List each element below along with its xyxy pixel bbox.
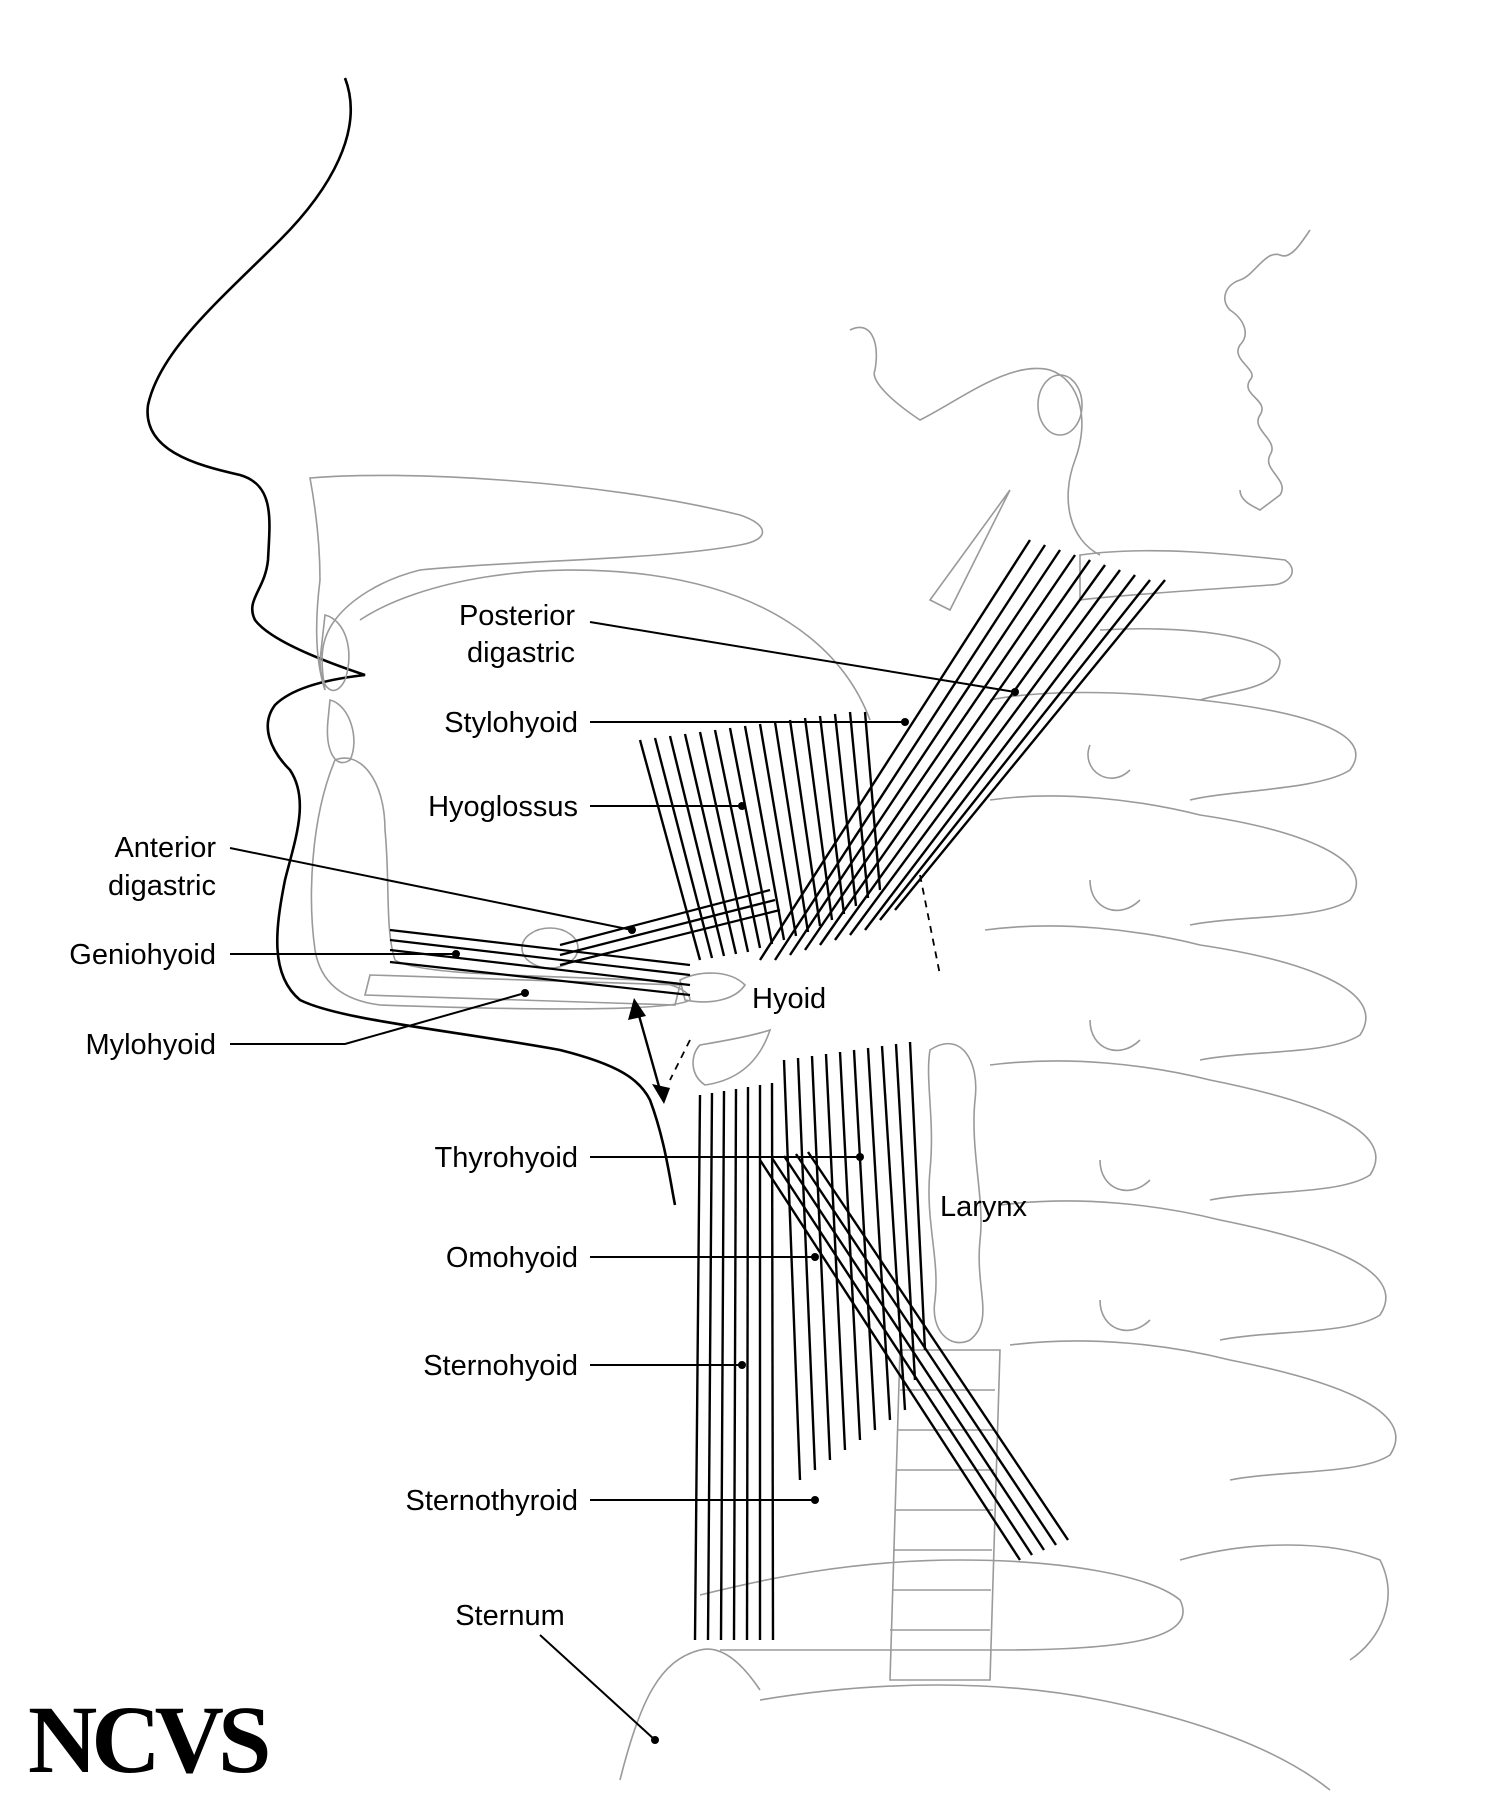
- label-sternothyroid: Sternothyroid: [406, 1485, 579, 1517]
- label-anterior-digastric-2: digastric: [108, 870, 216, 902]
- occipital-edge: [1224, 229, 1311, 511]
- label-thyrohyoid: Thyrohyoid: [435, 1142, 578, 1174]
- tooth-upper: [319, 614, 350, 692]
- posterior-digastric-fibers: [758, 539, 1166, 961]
- trachea: [889, 1349, 1001, 1681]
- label-stylohyoid: Stylohyoid: [444, 707, 578, 739]
- hyoid-bone: [679, 972, 747, 1003]
- infrahyoid-fibers: [693, 1041, 927, 1641]
- omohyoid-fibers: [758, 1151, 1069, 1561]
- label-hyoid: Hyoid: [752, 983, 826, 1015]
- larynx-cartilage: [927, 1043, 984, 1344]
- ear-canal: [1037, 374, 1083, 436]
- label-geniohyoid: Geniohyoid: [69, 939, 216, 971]
- ncvs-logo: NCVS: [28, 1686, 268, 1793]
- label-hyoglossus: Hyoglossus: [428, 791, 578, 823]
- label-posterior-digastric-1: Posterior: [459, 600, 575, 632]
- hyoglossus-fibers: [638, 711, 882, 961]
- styloid-process: [928, 489, 1011, 612]
- hyoid-dashed-outline: [669, 874, 941, 1081]
- label-sternum: Sternum: [455, 1600, 565, 1632]
- label-leaders: [229, 621, 1019, 1744]
- label-omohyoid: Omohyoid: [446, 1242, 578, 1274]
- mastoid-process: [849, 326, 1101, 556]
- label-mylohyoid: Mylohyoid: [85, 1029, 216, 1061]
- hyoid-body: [692, 1028, 772, 1086]
- tooth-lower: [326, 698, 355, 764]
- label-sternohyoid: Sternohyoid: [423, 1350, 578, 1382]
- mandible-bone: [310, 757, 691, 1010]
- label-anterior-digastric-1: Anterior: [114, 832, 216, 864]
- cervical-vertebrae: [984, 549, 1397, 1481]
- label-larynx: Larynx: [940, 1191, 1028, 1223]
- label-posterior-digastric-2: digastric: [467, 637, 575, 669]
- face-profile-outline: [146, 77, 677, 1206]
- clavicle-and-ribs: [619, 1544, 1389, 1791]
- maxilla-bone: [309, 474, 764, 691]
- distance-arrow: [628, 998, 670, 1104]
- tongue-outline: [359, 569, 871, 721]
- geniohyoid-fibers: [389, 888, 781, 997]
